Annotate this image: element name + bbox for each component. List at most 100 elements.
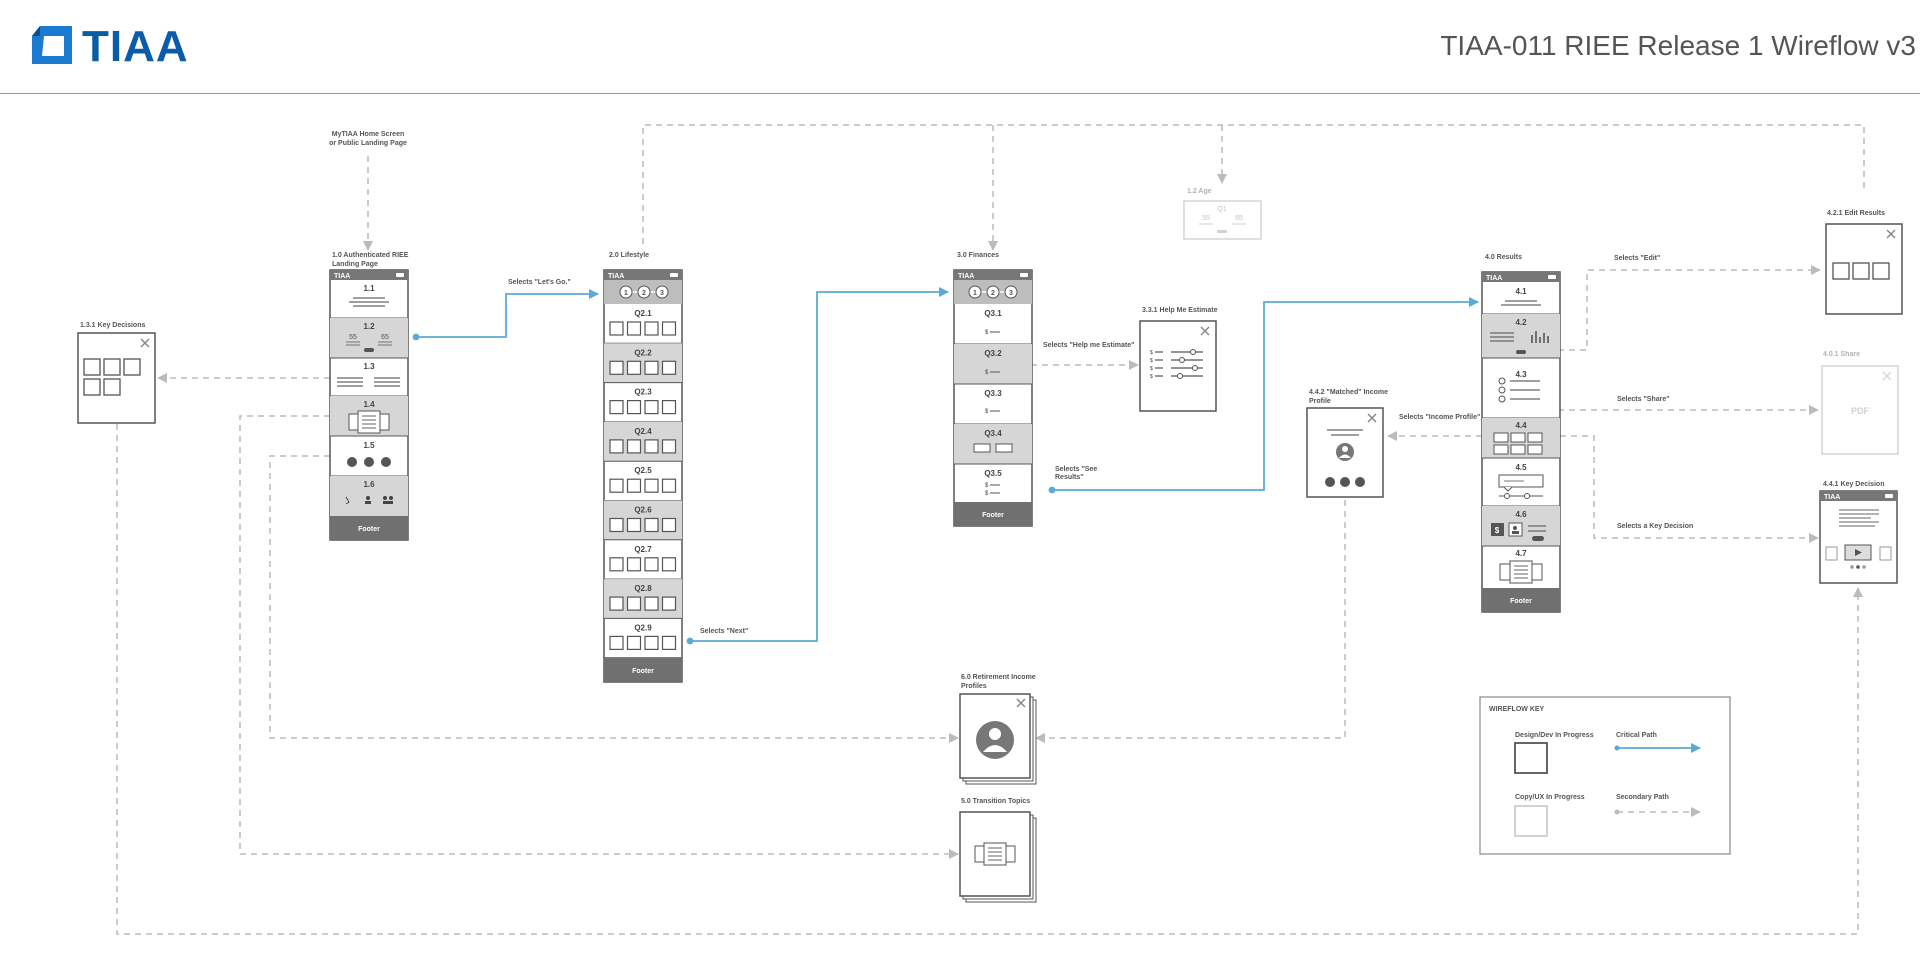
lifestyle-option-box[interactable] — [644, 360, 659, 375]
landing-brand: TIAA — [334, 273, 350, 280]
lifestyle-option-box[interactable] — [626, 478, 642, 493]
screen-share[interactable]: 4.0.1 Share PDF — [1821, 351, 1899, 455]
entry-label: MyTIAA Home Screen or Public Landing Pag… — [329, 131, 407, 147]
svg-text:MyTIAA Home Screen: MyTIAA Home Screen — [332, 131, 404, 138]
label-see-results-2: Results" — [1055, 474, 1084, 481]
screen-finances[interactable]: 3.0 Finances TIAA 1 2 3 Q3.1 $ Q3.2 $ — [953, 252, 1033, 527]
svg-text:4.4.2 "Matched" Income: 4.4.2 "Matched" Income — [1309, 389, 1388, 396]
svg-text:Copy/UX In Progress: Copy/UX In Progress — [1515, 794, 1585, 801]
screen-help-estimate[interactable]: 3.3.1 Help Me Estimate $ $ $ $ — [1139, 307, 1218, 412]
close-icon — [140, 338, 150, 348]
svg-text:55: 55 — [1202, 215, 1210, 222]
screen-transition-topics[interactable]: 5.0 Transition Topics — [959, 798, 1037, 903]
lifestyle-option-box[interactable] — [609, 321, 624, 336]
key-title: WIREFLOW KEY — [1489, 706, 1545, 713]
screen-lifestyle[interactable]: 2.0 Lifestyle TIAA 1 2 3 Q2.1Q2.2Q2.3Q2.… — [603, 252, 683, 683]
lifestyle-option-box[interactable] — [609, 596, 624, 611]
svg-text:$: $ — [985, 483, 989, 489]
header-divider — [0, 93, 1920, 94]
svg-text:55: 55 — [349, 334, 357, 341]
svg-text:4.7: 4.7 — [1515, 549, 1527, 558]
lifestyle-option-box[interactable] — [661, 400, 677, 415]
lifestyle-option-box[interactable] — [661, 478, 677, 493]
path-landing-to-transition — [239, 415, 959, 859]
lifestyle-option-box[interactable] — [626, 321, 642, 336]
screen-results[interactable]: 4.0 Results TIAA 4.1 4.2 4.3 4.4 — [1481, 254, 1561, 613]
lifestyle-option-box[interactable] — [644, 557, 659, 572]
key-design-swatch — [1514, 742, 1548, 774]
svg-text:4.4.1 Key Decision: 4.4.1 Key Decision — [1823, 481, 1884, 488]
screen-landing[interactable]: 1.0 Authenticated RIEE Landing Page TIAA… — [329, 252, 409, 541]
svg-text:2: 2 — [991, 290, 995, 297]
lifestyle-option-box[interactable] — [626, 635, 642, 651]
lifestyle-option-box[interactable] — [609, 517, 624, 533]
lifestyle-option-box[interactable] — [626, 557, 642, 572]
svg-text:1.5: 1.5 — [363, 441, 375, 450]
lifestyle-option-box[interactable] — [626, 400, 642, 415]
lifestyle-option-box[interactable] — [644, 517, 659, 533]
path-bottom-loop — [116, 424, 1863, 935]
path-key-decision — [1560, 435, 1819, 543]
svg-text:3.3.1 Help Me Estimate: 3.3.1 Help Me Estimate — [1142, 307, 1218, 314]
logo-wordmark: TIAA — [82, 22, 189, 71]
screen-edit-results[interactable]: 4.2.1 Edit Results — [1825, 210, 1903, 315]
lifestyle-question-label: Q2.1 — [634, 309, 652, 318]
svg-text:3: 3 — [660, 290, 664, 297]
screen-retirement-profiles[interactable]: 6.0 Retirement Income Profiles — [959, 674, 1037, 785]
lifestyle-option-box[interactable] — [609, 400, 624, 415]
svg-text:1: 1 — [624, 290, 628, 297]
lifestyle-option-box[interactable] — [644, 321, 659, 336]
lifestyle-question-label: Q2.7 — [634, 545, 652, 554]
lifestyle-option-box[interactable] — [661, 635, 677, 651]
svg-text:2: 2 — [642, 290, 646, 297]
lifestyle-option-box[interactable] — [626, 517, 642, 533]
svg-text:3.0 Finances: 3.0 Finances — [957, 252, 999, 259]
lifestyle-option-box[interactable] — [626, 596, 642, 611]
lifestyle-option-box[interactable] — [644, 478, 659, 493]
lifestyle-option-box[interactable] — [661, 517, 677, 533]
play-icon — [1855, 549, 1862, 556]
lifestyle-option-box[interactable] — [661, 439, 677, 454]
lifestyle-option-box[interactable] — [609, 360, 624, 375]
svg-text:$: $ — [1150, 358, 1153, 364]
lifestyle-option-box[interactable] — [661, 557, 677, 572]
svg-text:$: $ — [985, 370, 989, 376]
close-icon — [1886, 229, 1896, 239]
svg-text:4.0.1 Share: 4.0.1 Share — [1823, 351, 1860, 358]
svg-text:4.2: 4.2 — [1515, 318, 1527, 327]
svg-text:Landing Page: Landing Page — [332, 261, 378, 268]
svg-text:TIAA: TIAA — [1486, 275, 1502, 282]
lifestyle-option-box[interactable] — [661, 321, 677, 336]
lifestyle-option-box[interactable] — [644, 439, 659, 454]
svg-text:Footer: Footer — [982, 512, 1004, 519]
label-income-profile: Selects "Income Profile" — [1399, 414, 1480, 421]
lifestyle-option-box[interactable] — [661, 596, 677, 611]
lifestyle-option-box[interactable] — [644, 596, 659, 611]
screen-matched-profile[interactable]: 4.4.2 "Matched" Income Profile — [1306, 389, 1388, 498]
lifestyle-option-box[interactable] — [661, 360, 677, 375]
svg-text:1: 1 — [973, 290, 977, 297]
lifestyle-option-box[interactable] — [609, 478, 624, 493]
close-icon — [1016, 698, 1026, 708]
close-icon — [1882, 371, 1892, 381]
lifestyle-option-box[interactable] — [644, 635, 659, 651]
lifestyle-question-label: Q2.6 — [634, 506, 652, 515]
lifestyle-option-box[interactable] — [644, 400, 659, 415]
svg-text:$: $ — [985, 491, 989, 497]
screen-key-decision[interactable]: 4.4.1 Key Decision TIAA — [1819, 481, 1898, 584]
lifestyle-option-box[interactable] — [609, 557, 624, 572]
svg-text:4.0 Results: 4.0 Results — [1485, 254, 1522, 261]
svg-text:2.0 Lifestyle: 2.0 Lifestyle — [609, 252, 649, 259]
screen-key-decisions[interactable]: 1.3.1 Key Decisions — [77, 322, 156, 424]
svg-text:Footer: Footer — [632, 668, 654, 675]
lifestyle-option-box[interactable] — [609, 635, 624, 651]
lifestyle-option-box[interactable] — [626, 360, 642, 375]
lifestyle-option-box[interactable] — [626, 439, 642, 454]
lifestyle-question-label: Q2.4 — [634, 427, 652, 436]
lifestyle-option-box[interactable] — [609, 439, 624, 454]
lifestyle-question-label: Q2.9 — [634, 623, 652, 632]
tiaa-logo-icon — [32, 26, 72, 64]
screen-age[interactable]: 1.2 Age Q1 55 65 — [1183, 188, 1262, 240]
lifestyle-questions: Q2.1Q2.2Q2.3Q2.4Q2.5Q2.6Q2.7Q2.8Q2.9 — [604, 309, 682, 659]
